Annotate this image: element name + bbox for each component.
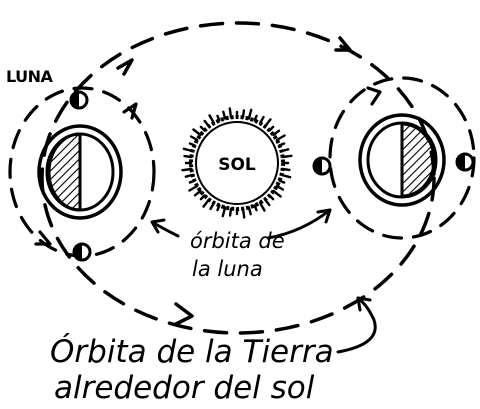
sun-ray (275, 134, 286, 142)
sun-ray (258, 115, 265, 125)
sun-ray (253, 204, 258, 212)
sun-ray (258, 201, 266, 212)
moon-orbit-right-arrow (366, 86, 382, 106)
moon-orbit-right (328, 76, 476, 240)
moon-left-bottom (72, 242, 92, 262)
sun-ray (268, 194, 275, 201)
sun-ray (247, 206, 252, 216)
sun-label: SOL (218, 155, 256, 175)
sun-ray (184, 173, 194, 178)
sun-ray (199, 125, 206, 132)
earth-left (37, 124, 123, 220)
sun-ray (181, 167, 193, 172)
earth-orbit-arrow-top (116, 58, 134, 76)
moon-orbit-left-arrow-bottom (34, 230, 52, 246)
sun-ray (278, 142, 286, 147)
moon-orbit-pointer-right (266, 208, 332, 240)
sun-ray (188, 179, 196, 184)
sun-ray (268, 125, 275, 132)
sun-ray (209, 201, 216, 211)
sun-ray (199, 194, 206, 201)
sun-ray (216, 204, 221, 212)
earth-orbit-arrow-bottom (174, 302, 194, 326)
sun-ray (203, 119, 211, 128)
sun-ray (272, 189, 282, 198)
sun-ray (208, 114, 216, 125)
sun-ray (182, 147, 194, 153)
sun-rays (181, 107, 293, 219)
sun-ray (188, 142, 196, 147)
sun-ray (280, 148, 290, 153)
sun-ray (228, 207, 233, 217)
moon-orbit-label-line1: órbita de (190, 229, 285, 253)
sun-ray (221, 206, 227, 218)
sun-ray (253, 114, 258, 122)
moon-orbit-label-line2: la luna (192, 257, 263, 281)
sun-ray (278, 179, 286, 184)
sun-ray (263, 118, 272, 128)
earth-orbit-label-line2: alrededor del sol (54, 370, 315, 406)
sun-ray (272, 129, 281, 137)
earth-orbit-path (40, 21, 436, 335)
sun-ray (216, 114, 221, 122)
sun-ray (193, 189, 202, 197)
sun-ray (202, 198, 211, 208)
earth-orbit-arrow-top-right (334, 36, 352, 52)
sun-ray (281, 167, 291, 172)
moon-right-left (312, 156, 332, 176)
moon-label: LUNA (6, 67, 54, 86)
sun-ray (280, 173, 292, 179)
moon-orbit-pointer-left (150, 218, 180, 238)
sun-ray (263, 198, 271, 207)
sun-ray (241, 109, 246, 119)
sun-ray (247, 108, 253, 120)
moon-orbit-left-arrow (122, 102, 138, 120)
sun-ray (192, 128, 202, 137)
sun-ray (275, 184, 285, 191)
earth-orbit-pointer (336, 296, 377, 354)
sun-ray (183, 154, 193, 159)
moon-left-top (69, 90, 89, 110)
earth-orbit-label-line1: Órbita de la Tierra (50, 333, 334, 370)
sun-ray (281, 154, 293, 159)
sun-ray (222, 110, 227, 120)
sun-ray (228, 107, 233, 119)
moon-right-right (455, 152, 475, 172)
sun-ray (188, 184, 199, 192)
earth-right (358, 113, 446, 207)
sun-ray (241, 207, 246, 219)
sun-ray (189, 135, 199, 142)
